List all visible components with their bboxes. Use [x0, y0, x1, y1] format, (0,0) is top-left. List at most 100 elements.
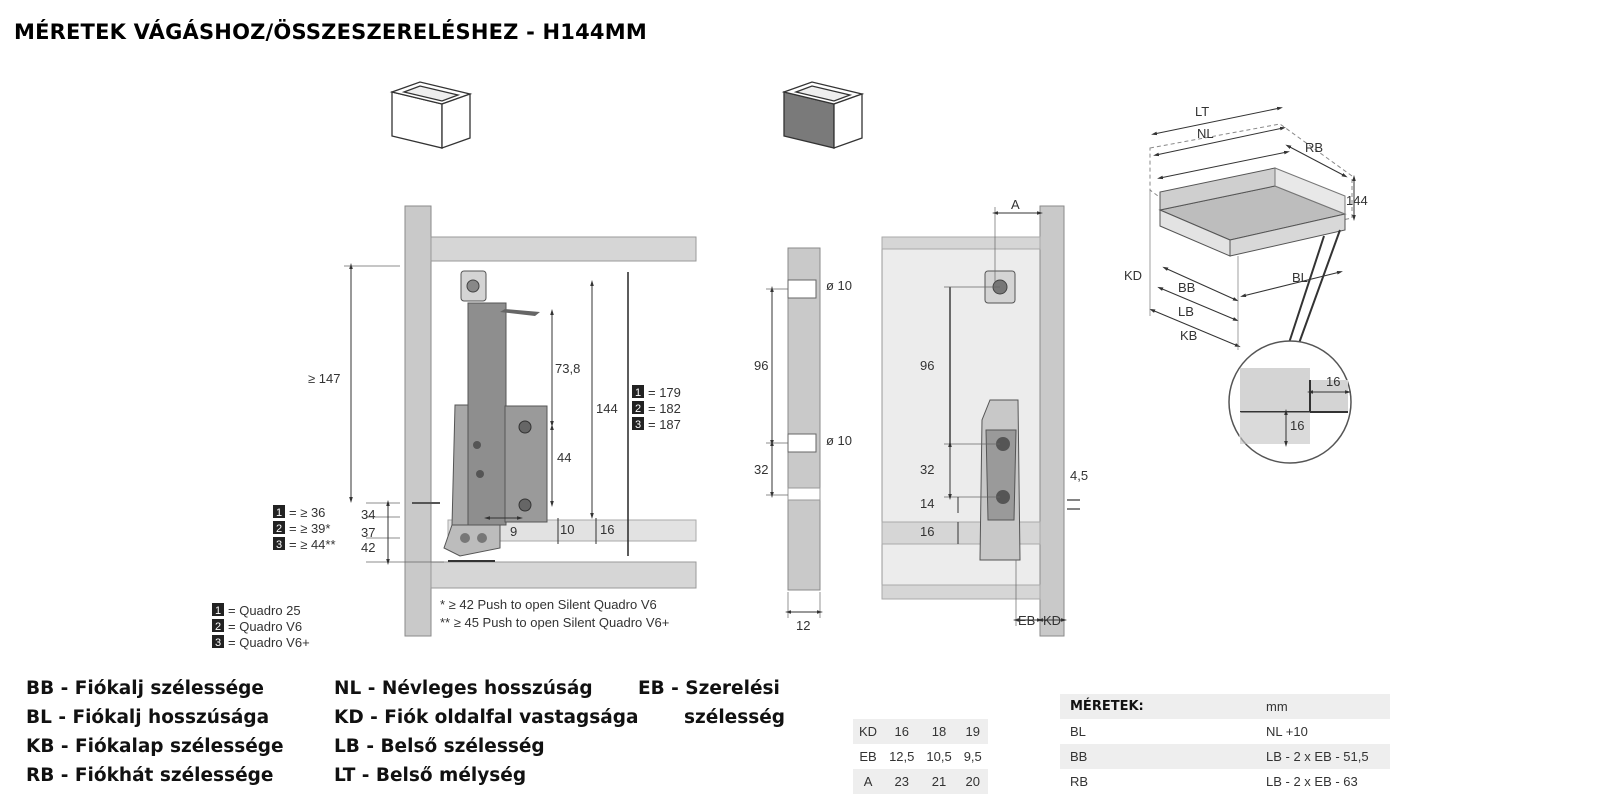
cabinet-side-panel	[404, 205, 432, 637]
detail-dim-16-v: 16	[1290, 418, 1304, 433]
table-cell: NL +10	[1256, 719, 1390, 744]
bottom-note-1: = ≥ 36	[289, 505, 325, 520]
legend-kb: KB - Fiókalap szélessége	[26, 736, 284, 757]
table-cell: 20	[957, 769, 988, 794]
table-cell: LB - 2 x EB - 51,5	[1256, 744, 1390, 769]
dim-10: 10	[560, 522, 574, 537]
isometric-drawer-view: LT NL RB 144 KD BB BL LB KB 16 16	[1124, 104, 1368, 464]
dim-4-5: 4,5	[1070, 468, 1088, 483]
key-2b: 2	[276, 523, 282, 535]
dim-14-side: 14	[920, 496, 934, 511]
left-section-view: ≥ 147 73,8 44 144 34 37 42 9 10 16 1 = 1…	[212, 205, 697, 650]
dim-min-147: ≥ 147	[308, 371, 340, 386]
table-cell: RB	[1060, 769, 1256, 794]
quadro-v6-plus: = Quadro V6+	[228, 635, 310, 650]
iso-label-BL: BL	[1292, 270, 1308, 285]
drawer-side-plate	[467, 302, 507, 526]
legend-bb: BB - Fiókalj szélessége	[26, 678, 264, 699]
iso-label-BB: BB	[1178, 280, 1195, 295]
table-cell: 9,5	[957, 744, 988, 769]
iso-label-LB: LB	[1178, 304, 1194, 319]
dim-73-8: 73,8	[555, 361, 580, 376]
meretek-table: MÉRETEK: mm BL NL +10 BB LB - 2 x EB - 5…	[1060, 694, 1390, 794]
dim-96-side: 96	[920, 358, 934, 373]
table-cell: 21	[920, 769, 958, 794]
dim-32-side: 32	[920, 462, 934, 477]
key-3c: 3	[215, 637, 221, 649]
label-KD: KD	[1043, 613, 1061, 628]
key-3: 3	[635, 419, 641, 431]
legend-nl: NL - Névleges hosszúság	[334, 678, 593, 699]
detail-dim-16-h: 16	[1326, 374, 1340, 389]
table-row: EB 12,5 10,5 9,5	[853, 744, 988, 769]
drawer-icon-closed-front	[781, 81, 865, 149]
key-1: 1	[635, 387, 641, 399]
height-note-3: = 187	[648, 417, 681, 432]
dim-16: 16	[600, 522, 614, 537]
iso-label-LT: LT	[1195, 104, 1209, 119]
dim-16-side: 16	[920, 524, 934, 539]
quadro-25: = Quadro 25	[228, 603, 301, 618]
legend-eb: EB - Szerelési	[638, 678, 780, 699]
table-header: mm	[1256, 694, 1390, 719]
dim-34: 34	[361, 507, 375, 522]
dim-diameter-10-bottom: ø 10	[826, 433, 852, 448]
iso-label-NL: NL	[1197, 126, 1214, 141]
legend-col-2: NL - Névleges hosszúság KD - Fiók oldalf…	[334, 674, 638, 790]
drawer-icon-open-front	[389, 81, 473, 149]
legend-bl: BL - Fiókalj hosszúsága	[26, 707, 270, 728]
dim-96-front: 96	[754, 358, 768, 373]
footnote-2: ** ≥ 45 Push to open Silent Quadro V6+	[440, 615, 669, 630]
iso-label-144: 144	[1346, 193, 1368, 208]
legend-col-1: BB - Fiókalj szélessége BL - Fiókalj hos…	[26, 674, 284, 790]
dim-diameter-10-top: ø 10	[826, 278, 852, 293]
table-cell: EB	[853, 744, 884, 769]
front-panel-view: ø 10 ø 10 96 32 12	[754, 247, 852, 633]
key-2c: 2	[215, 621, 221, 633]
dim-144: 144	[596, 401, 618, 416]
bottom-note-3: = ≥ 44**	[289, 537, 336, 552]
dim-12: 12	[796, 618, 810, 633]
legend-rb: RB - Fiókhát szélessége	[26, 765, 274, 786]
table-row: BB LB - 2 x EB - 51,5	[1060, 744, 1390, 769]
drawer-front-panel	[447, 519, 697, 542]
dim-A: A	[1011, 197, 1020, 212]
key-3b: 3	[276, 539, 282, 551]
table-row: RB LB - 2 x EB - 63	[1060, 769, 1390, 794]
footnote-1: * ≥ 42 Push to open Silent Quadro V6	[440, 597, 657, 612]
legend-col-3: EB - Szerelési szélesség	[638, 674, 785, 732]
iso-label-KD: KD	[1124, 268, 1142, 283]
table-cell: 19	[957, 719, 988, 744]
iso-label-KB: KB	[1180, 328, 1197, 343]
key-1b: 1	[276, 507, 282, 519]
side-section-view: A 96 32 14 16 4,5 EB KD	[881, 197, 1088, 637]
label-EB: EB	[1018, 613, 1035, 628]
table-cell: A	[853, 769, 884, 794]
key-1c: 1	[215, 605, 221, 617]
table-row: BL NL +10	[1060, 719, 1390, 744]
table-cell: BB	[1060, 744, 1256, 769]
table-cell: 16	[883, 719, 921, 744]
iso-label-RB: RB	[1305, 140, 1323, 155]
height-note-1: = 179	[648, 385, 681, 400]
table-cell: KD	[853, 719, 884, 744]
key-2: 2	[635, 403, 641, 415]
dim-44: 44	[557, 450, 571, 465]
dim-9: 9	[510, 524, 517, 539]
table-cell: 18	[920, 719, 958, 744]
table-cell: 10,5	[920, 744, 958, 769]
quadro-v6: = Quadro V6	[228, 619, 302, 634]
dim-42: 42	[361, 540, 375, 555]
dim-37: 37	[361, 525, 375, 540]
table-cell: 23	[883, 769, 921, 794]
legend-lt: LT - Belső mélység	[334, 765, 527, 786]
bottom-shelf-panel	[430, 561, 697, 589]
height-note-2: = 182	[648, 401, 681, 416]
bottom-note-2: = ≥ 39*	[289, 521, 330, 536]
table-cell: BL	[1060, 719, 1256, 744]
front-panel	[787, 247, 821, 591]
table-header-row: MÉRETEK: mm	[1060, 694, 1390, 719]
page-title: MÉRETEK VÁGÁSHOZ/ÖSSZESZERELÉSHEZ - H144…	[14, 20, 647, 44]
side-right-panel	[1039, 205, 1065, 637]
